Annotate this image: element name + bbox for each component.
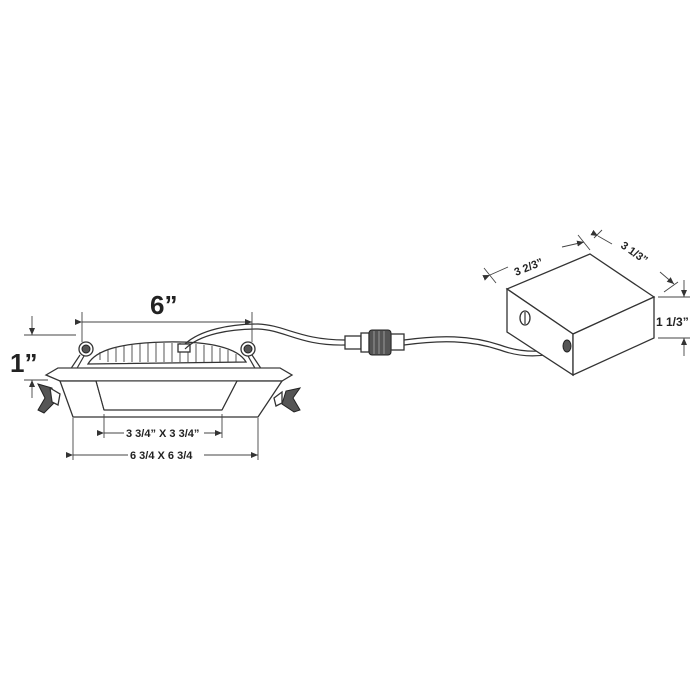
right-spring-clip (240, 341, 263, 371)
dim-top-width (75, 312, 253, 342)
dim-box-height (658, 280, 690, 356)
dim-height (24, 316, 76, 398)
junction-box (505, 253, 656, 377)
dim-top-width-label: 6” (150, 290, 177, 320)
dim-height-label: 1” (10, 348, 37, 378)
right-mounting-tab (281, 387, 302, 413)
dim-box-height-label: 1 1/3” (656, 315, 689, 329)
housing-dome (86, 341, 248, 365)
cable-clamp (177, 343, 191, 353)
trim-flange (44, 367, 294, 382)
dim-box-width (482, 234, 591, 284)
dim-outer-trim (66, 418, 259, 460)
quick-connector (344, 329, 405, 356)
left-spring-clip (69, 341, 94, 371)
dim-box-depth (590, 229, 679, 293)
dim-outer-trim-label: 6 3/4 X 6 3/4 (130, 450, 193, 462)
junction-box-right (572, 295, 655, 377)
dim-aperture-label: 3 3/4” X 3 3/4” (126, 428, 199, 440)
housing-fins (99, 343, 237, 362)
downlight-fixture (37, 341, 302, 418)
dim-aperture (97, 414, 223, 438)
aperture-recess (95, 380, 238, 411)
dim-box-depth-label: 3 1/3” (618, 240, 649, 267)
